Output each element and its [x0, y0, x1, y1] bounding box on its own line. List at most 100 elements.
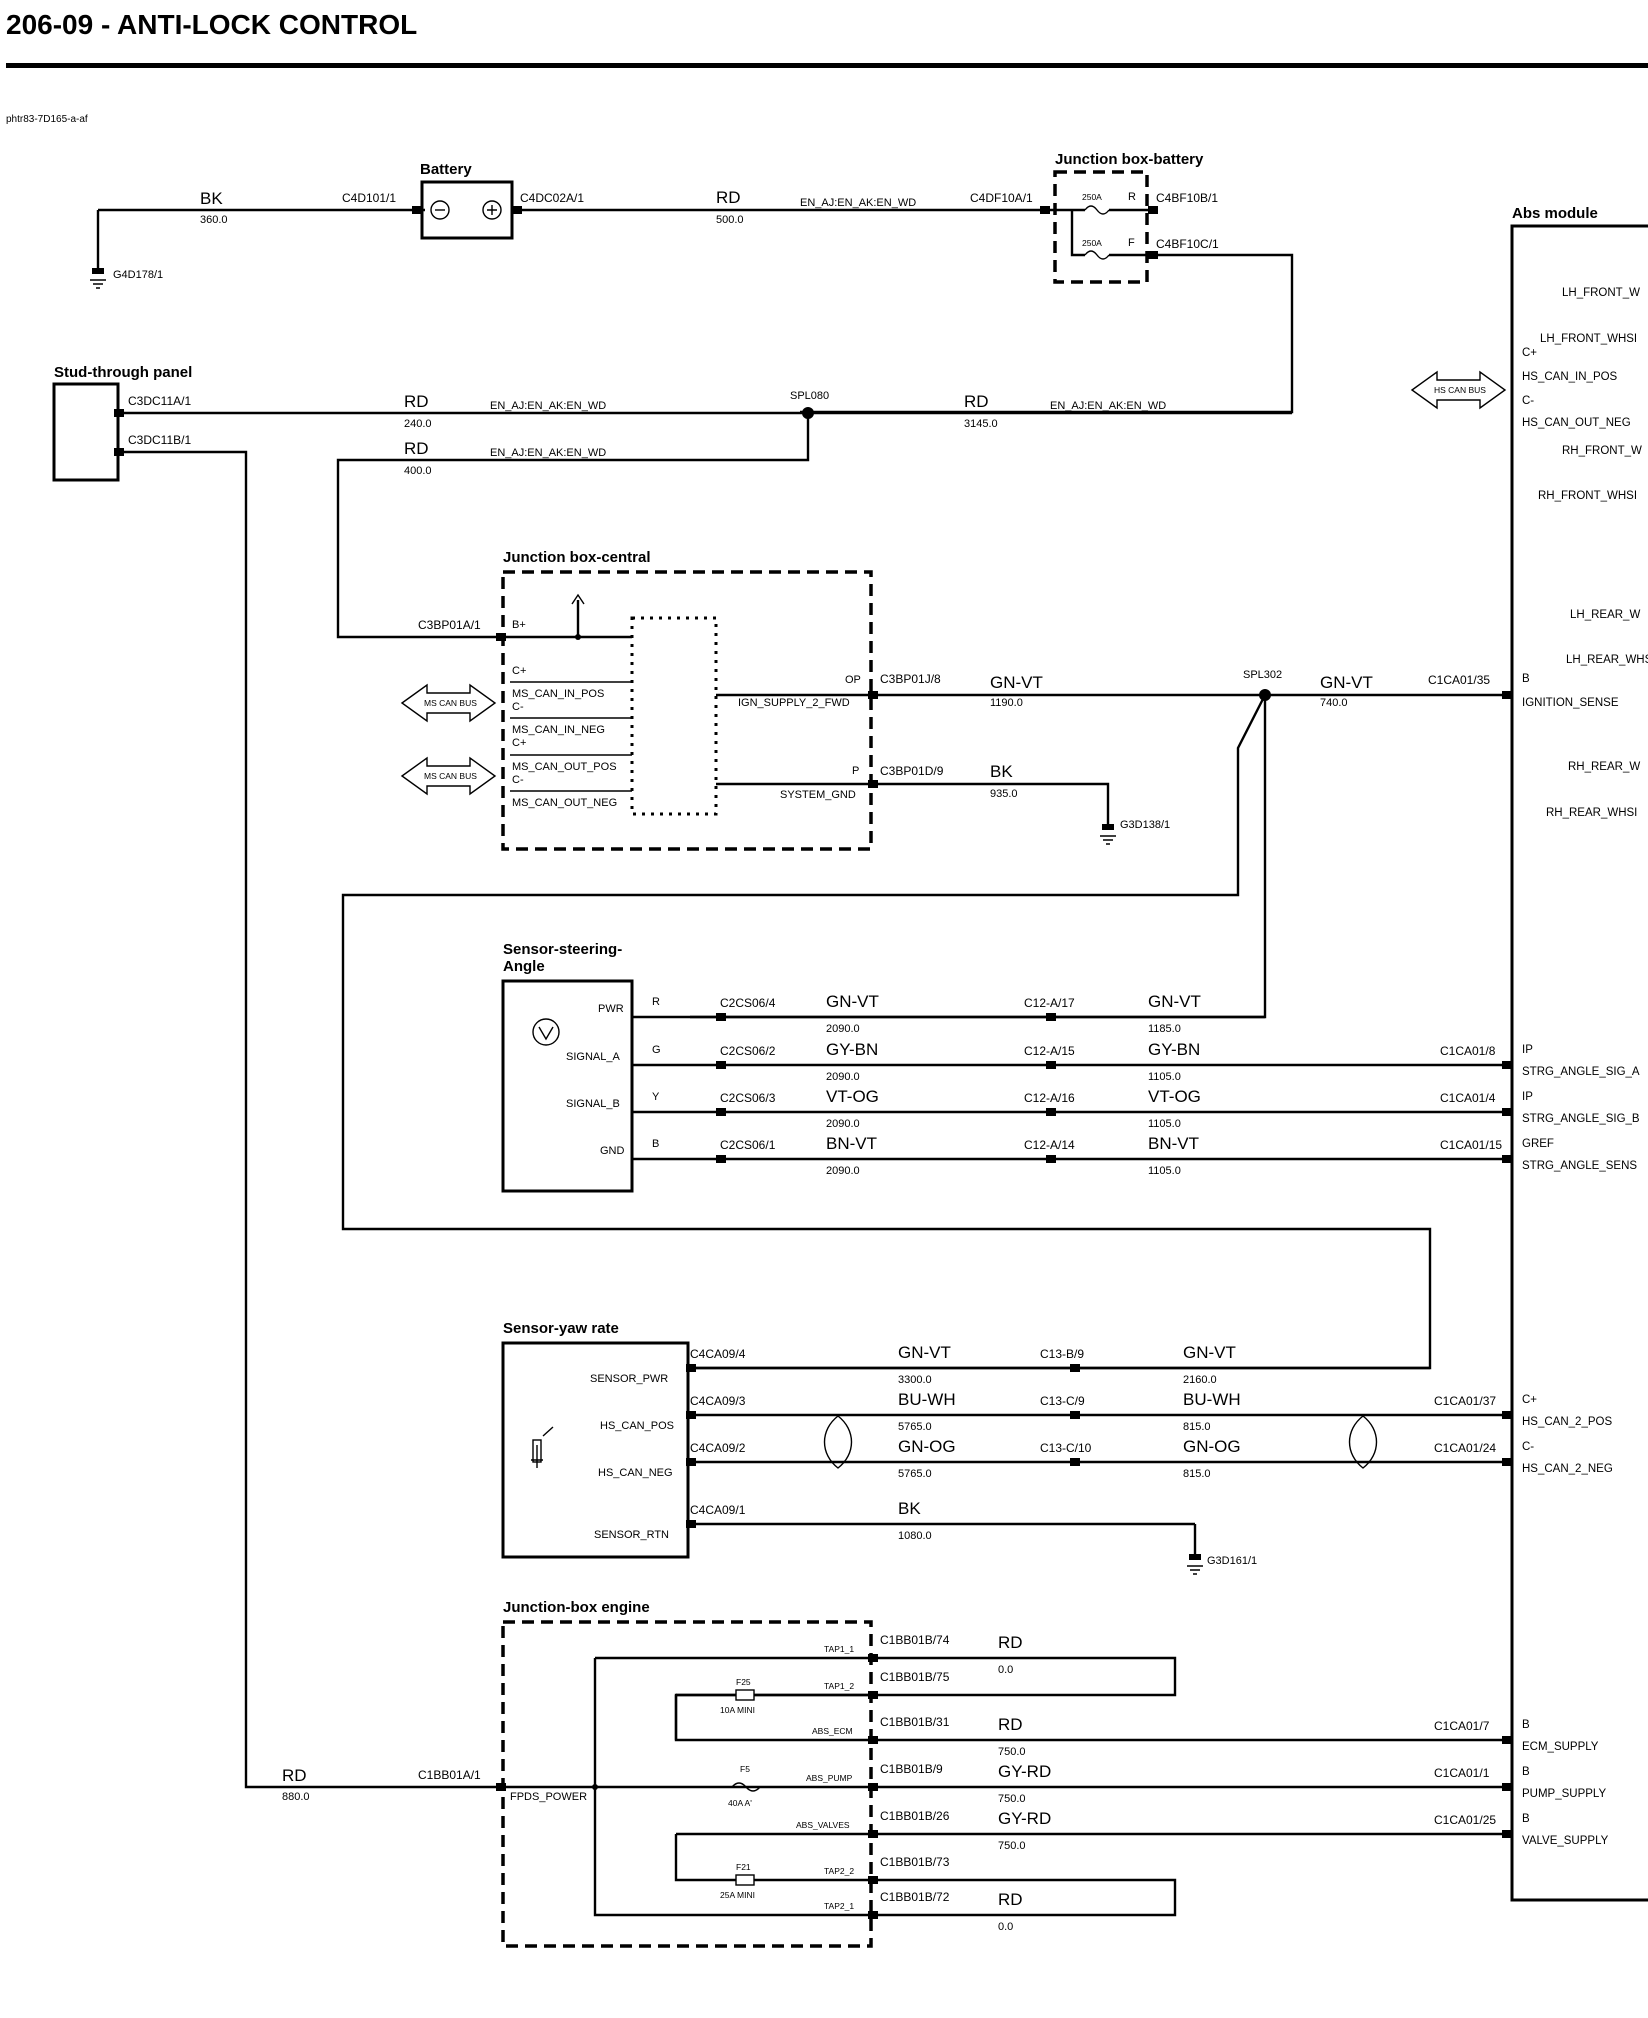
connector-plug [1502, 1830, 1512, 1838]
ms-can-bus-label: MS CAN BUS [424, 698, 477, 708]
abs-pin-type: B [1522, 1766, 1530, 1778]
connector-plug [1502, 1108, 1512, 1116]
ground-symbol-g3d161 [1187, 1554, 1203, 1575]
pin-label: IGN_SUPPLY_2_FWD [738, 697, 850, 709]
circuit-label: EN_AJ:EN_AK:EN_WD [490, 447, 606, 459]
circuit-label: EN_AJ:EN_AK:EN_WD [490, 400, 606, 412]
inline-connector-label: C12-A/15 [1024, 1044, 1075, 1058]
tap-label: TAP1_2 [824, 1681, 854, 1691]
fuse-f25-icon [735, 1689, 755, 1701]
ground-label: G3D138/1 [1120, 819, 1170, 831]
wire-length: 2090.0 [826, 1165, 860, 1177]
pin-label: MS_CAN_IN_POS [512, 688, 604, 700]
connector-plug [1502, 1061, 1512, 1069]
wire-length: 750.0 [998, 1746, 1026, 1758]
wire-length: 1105.0 [1148, 1165, 1181, 1177]
wire-letter: G [652, 1044, 661, 1056]
pin-f: F [1128, 237, 1135, 249]
twisted-pair-icon [823, 1415, 853, 1469]
jb-central-label: Junction box-central [503, 549, 651, 566]
inline-connector-label: C13-B/9 [1040, 1347, 1084, 1361]
wire-letter: Y [652, 1091, 660, 1103]
connector-label: C1BB01B/74 [880, 1633, 950, 1647]
wire-color: BN-VT [1148, 1134, 1199, 1153]
abs-pin-label: RH_REAR_W [1568, 761, 1640, 773]
connector-c3dc11a: C3DC11A/1 [128, 394, 191, 408]
wire-color: GY-BN [1148, 1040, 1200, 1059]
abs-pin-label: B [1522, 673, 1530, 685]
battery-negative-icon [430, 200, 450, 220]
ms-can-bus-arrow-in: MS CAN BUS [400, 683, 497, 723]
fuse-f21-icon [735, 1874, 755, 1886]
fuse-rating: 40A A' [728, 1798, 752, 1808]
wire-color: GN-VT [1148, 992, 1201, 1011]
abs-pin-label: HS_CAN_IN_POS [1522, 371, 1618, 383]
abs-connector-label: C1CA01/37 [1434, 1394, 1496, 1408]
wire-color: GN-OG [898, 1437, 956, 1456]
wire-color: RD [998, 1633, 1023, 1652]
wire-length: 1105.0 [1148, 1118, 1181, 1130]
connector-plug [868, 1736, 878, 1744]
yaw-rate-icon [531, 1426, 554, 1468]
wire-length: 935.0 [990, 788, 1018, 800]
pin-cplus: C+ [512, 665, 526, 677]
connector-plug [1502, 1736, 1512, 1744]
connector-plug [1046, 1108, 1056, 1116]
hs-can-bus-arrow: HS CAN BUS [1410, 370, 1507, 410]
wire-length: 740.0 [1320, 697, 1348, 709]
abs-pin-type: IP [1522, 1091, 1533, 1103]
ground-label: G4D178/1 [113, 269, 163, 281]
connector-plug [868, 1654, 878, 1662]
ms-can-bus-arrow-out: MS CAN BUS [400, 756, 497, 796]
pin-cminus: C- [512, 774, 524, 786]
abs-signal-label: PUMP_SUPPLY [1522, 1788, 1606, 1800]
fuse-label: F5 [740, 1764, 750, 1774]
connector-c1bb01a: C1BB01A/1 [418, 1768, 481, 1782]
pin-p: P [852, 765, 859, 777]
wire-length: 1190.0 [990, 697, 1023, 709]
jb-engine: Junction-box engine RD 880.0 C1BB01A/1 F… [282, 1599, 1609, 1948]
tap-label: TAP2_1 [824, 1901, 854, 1911]
splice-label: SPL302 [1243, 669, 1282, 681]
wire-color: BK [898, 1499, 921, 1518]
abs-signal-label: HS_CAN_2_POS [1522, 1416, 1612, 1428]
steering-sensor-label: Sensor-steering- [503, 941, 622, 958]
pin-label: MS_CAN_OUT_POS [512, 761, 617, 773]
ground-symbol-g3d138 [1100, 824, 1116, 845]
connector-plug [1502, 1783, 1512, 1791]
connector-plug [686, 1458, 696, 1466]
wire-length: 3300.0 [898, 1374, 932, 1386]
wire-color: BN-VT [826, 1134, 877, 1153]
connector-c4df10a: C4DF10A/1 [970, 191, 1033, 205]
wire-length: 5765.0 [898, 1421, 932, 1433]
tap-label: ABS_PUMP [806, 1773, 853, 1783]
abs-pin-type: GREF [1522, 1138, 1554, 1150]
connector-label: C4CA09/2 [690, 1441, 746, 1455]
wire-color-rd: RD [282, 1766, 307, 1785]
connector-plug [1070, 1458, 1080, 1466]
wire-length: 2090.0 [826, 1071, 860, 1083]
wire-length: 0.0 [998, 1664, 1013, 1676]
wire-color-rd: RD [404, 392, 429, 411]
connector-plug [686, 1411, 696, 1419]
wire-letter: R [652, 996, 660, 1008]
wire-length: 360.0 [200, 214, 228, 226]
wire-color: GN-VT [1183, 1343, 1236, 1362]
battery-positive-icon [482, 200, 502, 220]
wire-color: GY-RD [998, 1762, 1051, 1781]
fuse-rating: 250A [1082, 238, 1102, 248]
abs-signal-label: STRG_ANGLE_SENS [1522, 1160, 1637, 1172]
pin-label: SYSTEM_GND [780, 789, 856, 801]
jb-battery-box [1053, 170, 1149, 284]
circuit-label: EN_AJ:EN_AK:EN_WD [800, 197, 916, 209]
connector-plug [1070, 1411, 1080, 1419]
tap-label: ABS_ECM [812, 1726, 853, 1736]
sensor-pin-label: SIGNAL_A [566, 1051, 620, 1063]
abs-connector-label: C1CA01/7 [1434, 1719, 1490, 1733]
connector-c3bp01a: C3BP01A/1 [418, 618, 481, 632]
connector-plug [868, 1783, 878, 1791]
fuse-f5-icon [731, 1782, 761, 1792]
inline-connector-label: C12-A/16 [1024, 1091, 1075, 1105]
connector-plug [686, 1364, 696, 1372]
